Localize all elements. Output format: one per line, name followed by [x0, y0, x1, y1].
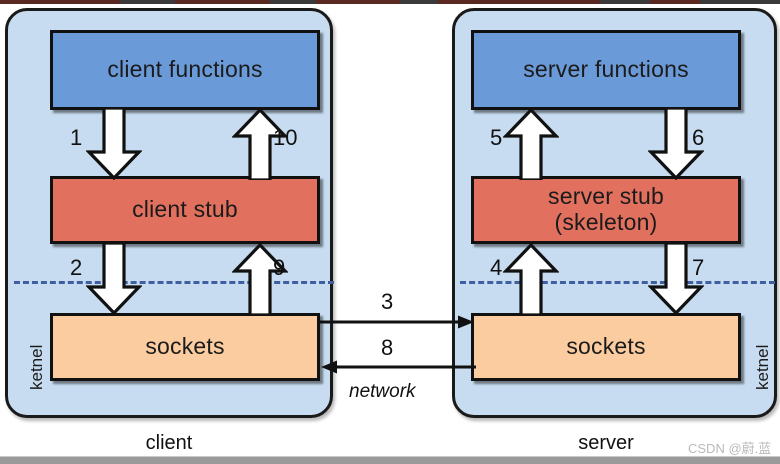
client-arrow-9-up	[232, 243, 288, 315]
client-stub-box: client stub	[50, 176, 320, 244]
server-step-5-label: 5	[490, 125, 503, 150]
client-step-1-label: 1	[70, 125, 83, 150]
server-arrow-6-down	[648, 108, 704, 180]
csdn-watermark: CSDN @蔚.蓝	[688, 441, 772, 456]
client-sockets-box: sockets	[50, 313, 320, 381]
client-arrow-2-down	[86, 243, 142, 315]
server-step-6-label: 6	[692, 125, 705, 150]
page-bottom-strip	[0, 456, 780, 464]
client-kernel-divider	[14, 281, 334, 284]
server-host-caption: server	[578, 432, 634, 454]
server-arrow-7-down	[648, 243, 704, 315]
server-kernel-divider	[460, 281, 775, 284]
server-sockets-box: sockets	[471, 313, 741, 381]
client-arrow-1-down	[86, 108, 142, 180]
server-kernel-label: ketnel	[753, 344, 772, 390]
server-stub-box: server stub (skeleton)	[471, 176, 741, 244]
client-host-caption: client	[145, 432, 193, 454]
network-request-arrow	[318, 314, 478, 330]
client-arrow-10-up	[232, 108, 288, 180]
client-kernel-label: ketnel	[27, 344, 46, 390]
network-step-3-label: 3	[381, 289, 394, 314]
server-stub-line-2: (skeleton)	[554, 209, 658, 235]
server-functions-box: server functions	[471, 30, 741, 110]
network-step-8-label: 8	[381, 335, 394, 360]
server-arrow-5-up	[503, 108, 559, 180]
page-top-strip	[0, 0, 780, 4]
server-stub-line-1: server stub	[548, 183, 664, 210]
client-functions-box: client functions	[50, 30, 320, 110]
client-step-2-label: 2	[70, 255, 83, 280]
client-step-9-label: 9	[273, 255, 286, 280]
network-label: network	[349, 381, 416, 402]
server-step-4-label: 4	[490, 255, 503, 280]
server-step-7-label: 7	[692, 255, 705, 280]
client-step-10-label: 10	[273, 125, 298, 150]
server-arrow-4-up	[503, 243, 559, 315]
network-reply-arrow	[318, 359, 478, 375]
